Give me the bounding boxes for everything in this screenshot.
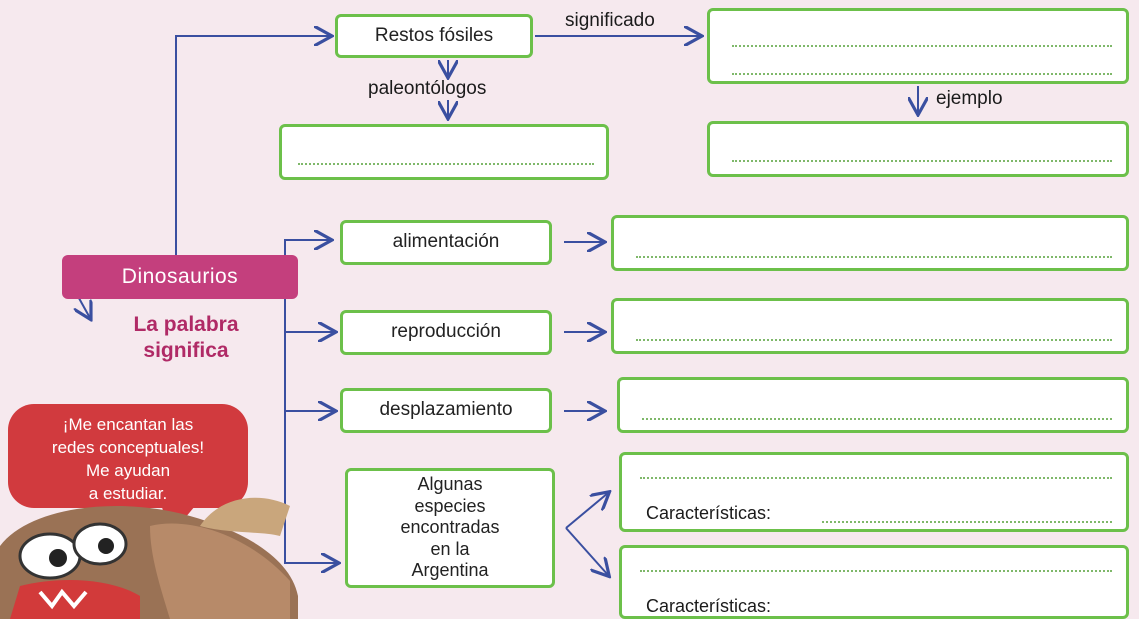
caracteristicas-label-2: Características: bbox=[646, 596, 772, 616]
answer-box-especie-1[interactable]: Características: bbox=[619, 452, 1129, 532]
answer-box-paleontologos[interactable] bbox=[279, 124, 609, 180]
edge-label-ejemplo: ejemplo bbox=[936, 88, 1003, 109]
node-restos-fosiles: Restos fósiles bbox=[335, 14, 533, 58]
dinosaur-character-illustration bbox=[0, 497, 298, 619]
bubble-line-3: Me ayudan bbox=[85, 460, 171, 480]
node-alimentacion-label: alimentación bbox=[392, 231, 500, 253]
meaning-line-1: La palabra bbox=[133, 313, 239, 336]
node-reproduccion-label: reproducción bbox=[391, 321, 501, 343]
root-label: Dinosaurios bbox=[121, 265, 239, 288]
answer-box-significado[interactable] bbox=[707, 8, 1129, 84]
answer-box-desplazamiento[interactable] bbox=[617, 377, 1129, 433]
node-restos-fosiles-label: Restos fósiles bbox=[374, 24, 494, 46]
root-node-dinosaurios: Dinosaurios bbox=[62, 255, 298, 299]
edge-label-significado: significado bbox=[565, 10, 655, 31]
bubble-line-1: ¡Me encantan las bbox=[62, 415, 194, 434]
answer-box-reproduccion[interactable] bbox=[611, 298, 1129, 354]
bubble-line-2: redes conceptuales! bbox=[51, 437, 205, 457]
node-desplazamiento-label: desplazamiento bbox=[379, 399, 513, 421]
especies-line-1: Algunas bbox=[417, 474, 483, 495]
node-especies-label: Algunas especies encontradas en la Argen… bbox=[348, 471, 552, 585]
especies-line-5: Argentina bbox=[411, 560, 489, 581]
bubble-line-4: a estudiar. bbox=[88, 483, 168, 503]
caracteristicas-label-1: Características: bbox=[646, 503, 772, 523]
arrow-especies-to-box-2 bbox=[565, 527, 608, 575]
arrow-root-to-restos bbox=[175, 36, 330, 256]
arrow-root-to-especies bbox=[284, 299, 337, 563]
especies-line-4: en la bbox=[430, 538, 470, 559]
node-alimentacion: alimentación bbox=[340, 220, 552, 265]
arrow-especies-to-box-1 bbox=[565, 493, 608, 529]
speech-bubble: ¡Me encantan las redes conceptuales! Me … bbox=[8, 404, 248, 508]
meaning-line-2: significa bbox=[143, 339, 229, 363]
answer-box-especie-2[interactable]: Características: bbox=[619, 545, 1129, 619]
arrow-root-to-alimentacion bbox=[284, 240, 330, 256]
meaning-label: La palabra significa bbox=[96, 312, 276, 365]
edge-label-paleontologos: paleontólogos bbox=[368, 78, 487, 99]
node-reproduccion: reproducción bbox=[340, 310, 552, 355]
especies-line-2: especies bbox=[414, 495, 486, 516]
answer-box-alimentacion[interactable] bbox=[611, 215, 1129, 271]
especies-line-3: encontradas bbox=[400, 517, 500, 538]
answer-box-ejemplo[interactable] bbox=[707, 121, 1129, 177]
node-desplazamiento: desplazamiento bbox=[340, 388, 552, 433]
node-especies-argentina: Algunas especies encontradas en la Argen… bbox=[345, 468, 555, 588]
